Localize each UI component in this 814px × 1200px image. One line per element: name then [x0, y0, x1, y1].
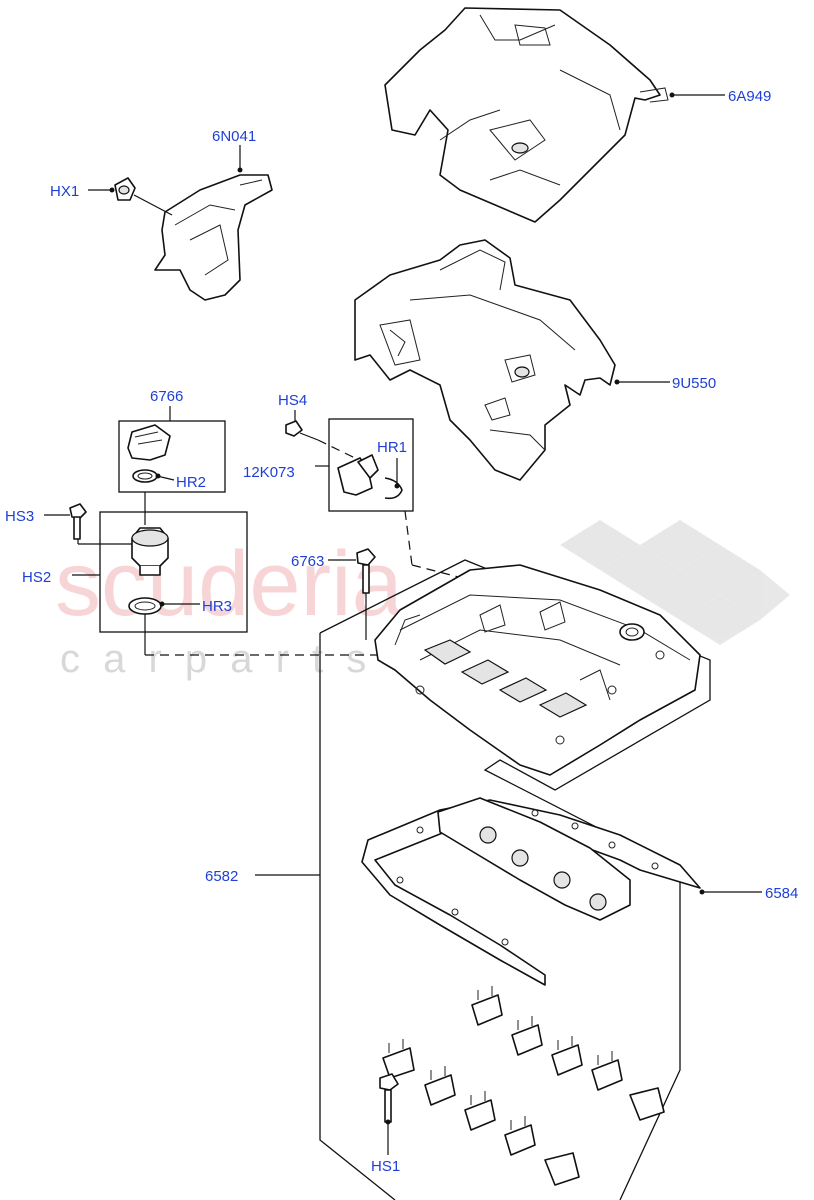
- dash-sensor-housing: [404, 510, 413, 566]
- callout-9U550[interactable]: 9U550: [672, 375, 716, 392]
- gasket-6584: [361, 797, 701, 986]
- bolt-HS2: [356, 548, 376, 594]
- bolt-HS4: [285, 420, 319, 441]
- callout-HS2[interactable]: 6763: [291, 553, 324, 570]
- bolt-HX1: [114, 177, 136, 201]
- callout-HS4[interactable]: HS4: [278, 392, 307, 409]
- isolator-clips: [382, 986, 665, 1186]
- callout-6582[interactable]: 6582: [205, 868, 238, 885]
- callout-6584[interactable]: 6584: [765, 885, 798, 902]
- callout-6A949[interactable]: 6A949: [728, 88, 771, 105]
- bolt-HS3: [69, 503, 87, 540]
- leader-HX1-part: [133, 194, 173, 216]
- oil-filler-cap: [127, 424, 171, 483]
- callout-HS1[interactable]: HS1: [371, 1158, 400, 1175]
- watermark-subtitle: c a r p a r t s: [60, 637, 372, 681]
- watermark-brand: scuderia: [55, 533, 404, 635]
- cam-cover-housing: [374, 564, 701, 776]
- kit-boundary-left: [319, 633, 396, 1200]
- callout-HS3[interactable]: HS3: [5, 508, 34, 525]
- watermark: scuderia c a r p a r t s: [55, 520, 790, 681]
- box-6763: [99, 511, 248, 633]
- watermark-checker-flag: [560, 520, 790, 645]
- bolt-HS1: [379, 1073, 399, 1123]
- engine-cover-upper: [384, 7, 669, 223]
- oil-filler-neck: [128, 527, 169, 615]
- callout-6766[interactable]: 6766: [150, 388, 183, 405]
- engine-cover-lower: [354, 239, 616, 481]
- box-6766: [118, 420, 226, 493]
- callout-HR1[interactable]: HR1: [377, 439, 407, 456]
- callout-12K073[interactable]: 12K073: [243, 464, 295, 481]
- callout-6763[interactable]: HS2: [22, 569, 51, 586]
- callout-HR2[interactable]: HR2: [176, 474, 206, 491]
- box-12K073: [328, 418, 414, 512]
- callout-HX1[interactable]: HX1: [50, 183, 79, 200]
- dash-HS4-sensor: [317, 439, 356, 459]
- callout-6N041[interactable]: 6N041: [212, 128, 256, 145]
- sensor-12K073: [337, 454, 403, 500]
- callout-HR3[interactable]: HR3: [202, 598, 232, 615]
- bracket-6N041: [154, 174, 273, 301]
